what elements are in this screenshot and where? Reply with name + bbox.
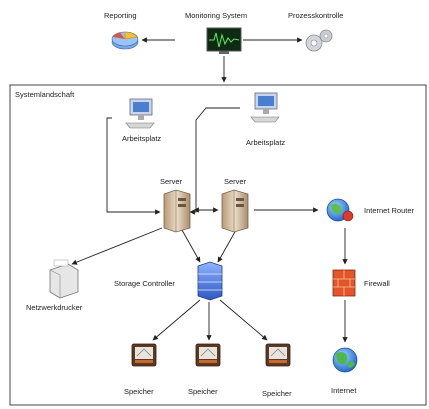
desktop-computer-icon: [250, 92, 280, 123]
firewall-label: Firewall: [364, 279, 390, 288]
storage-array-icon: [197, 261, 223, 301]
server-tower-icon: [221, 189, 249, 233]
frame-title: Systemlandschaft: [15, 90, 75, 99]
monitoring-label: Monitoring System: [185, 11, 247, 20]
monitor-waveform-icon: [206, 27, 242, 54]
storage-3-label: Speicher: [262, 389, 292, 398]
storage-1-label: Speicher: [124, 387, 154, 396]
storage-controller-label: Storage Controller: [114, 279, 175, 288]
workstation-left-label: Arbeitsplatz: [122, 134, 161, 143]
pie-chart-icon: [111, 31, 139, 50]
disk-storage-icon: [195, 343, 221, 367]
router-label: Internet Router: [364, 206, 415, 215]
globe-icon: [332, 347, 358, 373]
disk-storage-icon: [265, 343, 291, 367]
storage-2-label: Speicher: [188, 387, 218, 396]
desktop-computer-icon: [125, 98, 155, 129]
internet-label: Internet: [331, 386, 357, 395]
server-left-label: Server: [160, 177, 183, 186]
edge-server2-storage: [217, 229, 237, 263]
gears-icon: [305, 29, 333, 52]
firewall-icon: [332, 269, 356, 297]
printer-label: Netzwerkdrucker: [26, 303, 83, 312]
workstation-right-label: Arbeitsplatz: [246, 138, 285, 147]
printer-icon: [49, 259, 79, 299]
disk-storage-icon: [131, 343, 157, 367]
edge-storage-speicher3: [219, 299, 268, 341]
globe-router-icon: [326, 198, 354, 222]
edge-workstation-left-server: [106, 117, 161, 215]
edge-storage-speicher1: [152, 299, 201, 341]
reporting-label: Reporting: [104, 11, 137, 20]
edge-server-printer: [71, 227, 163, 265]
systemlandschaft-frame: [9, 84, 427, 406]
server-tower-icon: [163, 189, 191, 233]
edge-server-storage: [181, 229, 201, 263]
process-label: Prozesskontrolle: [288, 11, 343, 20]
server-right-label: Server: [224, 177, 247, 186]
